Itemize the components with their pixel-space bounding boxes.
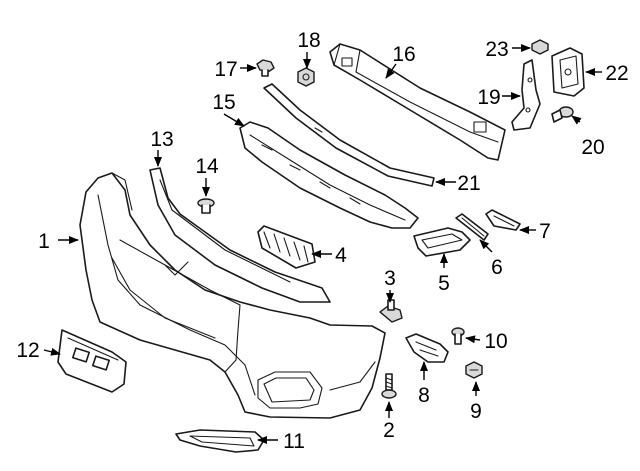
callout-1: 1 <box>38 230 50 253</box>
callout-4: 4 <box>335 244 347 267</box>
part-insert-7 <box>485 209 521 231</box>
callout-21: 21 <box>457 172 480 195</box>
callout-2: 2 <box>383 419 395 442</box>
part-upper-trim-13 <box>149 167 331 303</box>
part-lower-bracket-8 <box>405 333 449 363</box>
part-strip-6 <box>455 213 489 241</box>
callout-15: 15 <box>212 91 235 114</box>
callout-17: 17 <box>214 58 237 81</box>
part-seal-21 <box>263 83 435 187</box>
callout-numbers: 1 2 3 4 5 6 7 8 9 10 11 12 13 14 15 16 1… <box>16 29 628 453</box>
callout-23: 23 <box>485 38 508 61</box>
callout-lines <box>43 44 602 444</box>
callout-5: 5 <box>438 272 450 295</box>
callout-13: 13 <box>150 128 173 151</box>
part-bezel-5 <box>413 227 471 257</box>
callout-20: 20 <box>581 136 604 159</box>
part-bracket-4 <box>257 225 316 269</box>
callout-22: 22 <box>605 62 628 85</box>
part-bolt-17 <box>256 59 275 77</box>
callout-14: 14 <box>195 155 219 178</box>
part-side-bracket-19 <box>511 59 541 131</box>
callout-19: 19 <box>477 86 500 109</box>
part-bolt-23 <box>531 39 549 55</box>
callout-6: 6 <box>491 256 503 279</box>
part-plate-bracket-12 <box>57 329 127 393</box>
part-mount-bracket-22 <box>551 47 585 97</box>
part-bolt-20 <box>551 106 574 123</box>
part-absorber-15 <box>239 121 419 229</box>
callout-9: 9 <box>470 400 482 423</box>
part-lower-trim-11 <box>175 429 265 453</box>
part-nut-18 <box>297 67 315 87</box>
part-clip-14 <box>197 198 215 214</box>
callout-11: 11 <box>283 430 305 453</box>
callout-18: 18 <box>297 29 320 52</box>
part-screw-2 <box>381 373 397 399</box>
callout-10: 10 <box>484 330 507 353</box>
callout-12: 12 <box>16 339 39 362</box>
callout-3: 3 <box>384 267 396 290</box>
part-screw-10 <box>451 327 465 345</box>
callout-16: 16 <box>392 43 415 66</box>
part-bolt-9 <box>465 361 483 379</box>
callout-7: 7 <box>539 220 551 243</box>
part-clip-3 <box>379 299 403 323</box>
callout-8: 8 <box>418 384 430 407</box>
part-reinforcement-16 <box>329 43 506 161</box>
part-bumper-cover <box>79 172 386 419</box>
